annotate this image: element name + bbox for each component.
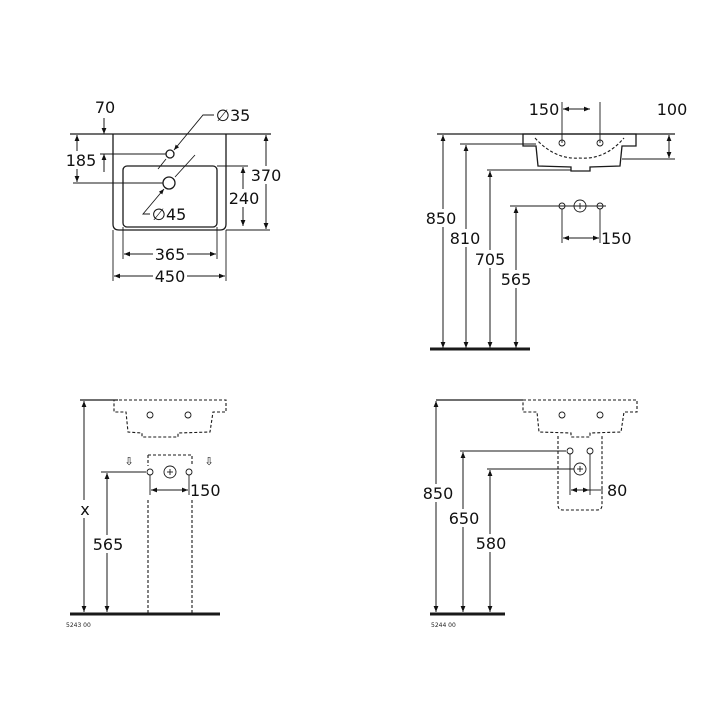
dim-bowl-depth: 240 [229, 189, 260, 208]
arrow-down-icon: ⇩ [124, 455, 133, 468]
tap-hole [165, 149, 175, 159]
dim-rim-height: 850 [426, 209, 457, 228]
dim-565: 565 [501, 270, 532, 289]
dim-tap-spacing: 150 [529, 100, 560, 119]
semipedestal-view: 850 650 580 80 5244 00 [420, 399, 638, 629]
dim-565: 565 [93, 535, 124, 554]
dim-supply-spacing: 150 [601, 229, 632, 248]
dim-x: x [80, 500, 89, 519]
supply-points [558, 199, 604, 213]
basin-outline [112, 134, 227, 231]
dim-705: 705 [475, 250, 506, 269]
dim-basin-height: 100 [657, 100, 688, 119]
dim-depth: 370 [251, 166, 282, 185]
dim-650: 650 [449, 509, 480, 528]
dim-width: 450 [155, 267, 186, 286]
arrow-down-icon: ⇩ [204, 455, 213, 468]
side-view: 150 100 850 810 705 565 150 [423, 100, 688, 351]
dim-810: 810 [450, 229, 481, 248]
dim-bowl-width: 365 [155, 245, 186, 264]
pedestal-view: ⇩ ⇩ x 565 150 5243 00 [66, 399, 227, 629]
drain-hole [162, 176, 176, 190]
article-number: 5243 00 [66, 622, 91, 629]
dim-supply-spacing: 80 [607, 481, 627, 500]
article-number: 5244 00 [431, 622, 456, 629]
dim-tap-hole: ∅35 [216, 106, 250, 125]
basin-profile [522, 133, 637, 172]
top-view: 70 185 ∅35 ∅45 370 240 365 450 [63, 98, 283, 286]
dim-580: 580 [476, 534, 507, 553]
bowl-outline [122, 165, 218, 228]
pedestal-outline [147, 454, 193, 613]
dim-tap-offset: 70 [95, 98, 115, 117]
dim-drain-hole: ∅45 [152, 205, 186, 224]
dim-supply-spacing: 150 [190, 481, 221, 500]
semipedestal-outline [557, 436, 603, 511]
dim-drain-offset: 185 [66, 151, 97, 170]
dim-850: 850 [423, 484, 454, 503]
